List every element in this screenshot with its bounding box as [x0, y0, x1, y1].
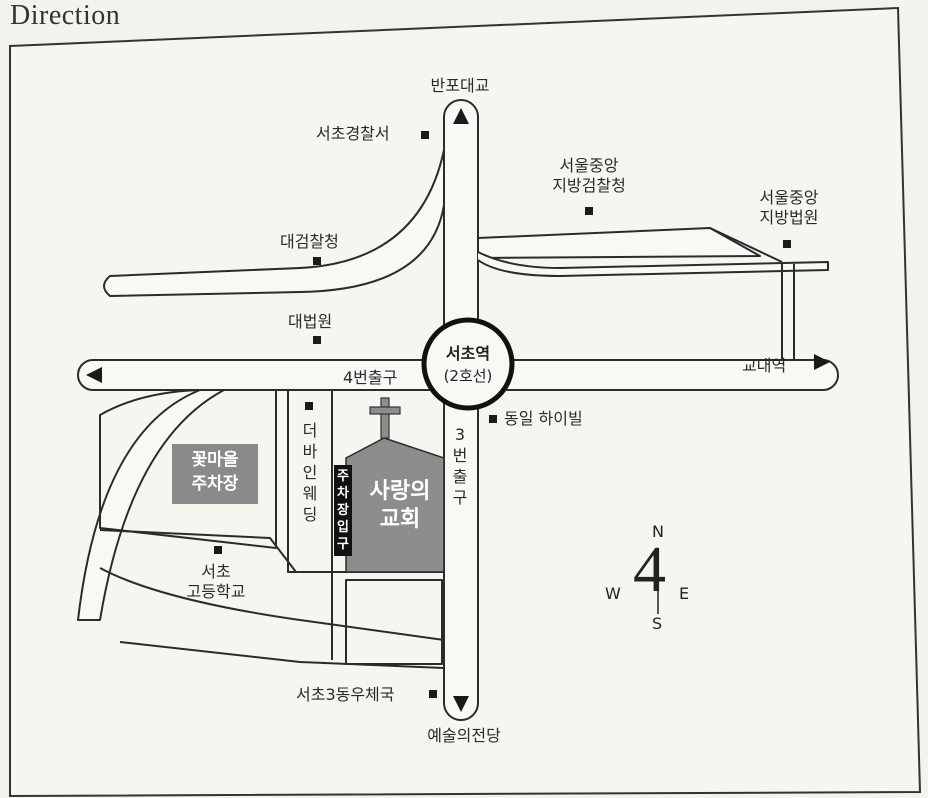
- label-seocho-highschool: 서초 고등학교: [186, 562, 246, 601]
- label-arts-center: 예술의전당: [427, 726, 501, 745]
- marker-police: [421, 131, 429, 139]
- arrow-east: [814, 354, 830, 370]
- station-circle: [421, 317, 515, 411]
- label-seocho-police: 서초경찰서: [316, 124, 390, 143]
- label-supreme-court: 대법원: [288, 312, 333, 331]
- marker-supreme-prosecutors: [313, 257, 321, 265]
- road-northeast-lower: [477, 251, 829, 277]
- arrow-west: [86, 367, 102, 383]
- label-banpo-bridge: 반포대교: [430, 76, 490, 95]
- parking-entrance-label: 주차장입구: [334, 465, 352, 556]
- station-name: 서초역: [445, 344, 491, 363]
- parking-lot-block: [172, 444, 258, 504]
- marker-post-office: [429, 690, 437, 698]
- arrow-south: [453, 696, 469, 712]
- church-cross-icon: [369, 397, 401, 439]
- road-northwest-curve: [103, 149, 445, 297]
- label-the-bine-wedding: 더바인웨딩: [302, 421, 318, 524]
- label-supreme-prosecutors: 대검찰청: [280, 232, 339, 251]
- label-dongil-highvill: 동일 하이빌: [504, 409, 583, 428]
- compass-south: S: [652, 614, 663, 633]
- label-exit-3: 3번출구: [452, 425, 468, 507]
- marker-prosecutors: [585, 207, 593, 215]
- compass-east: E: [679, 584, 690, 603]
- label-district-prosecutors: 서울중앙 지방검찰청: [552, 156, 626, 195]
- marker-dongil: [489, 415, 497, 423]
- station-line: (2호선): [443, 367, 493, 385]
- compass-west: W: [605, 584, 621, 603]
- church-name-line2: 교회: [379, 507, 421, 532]
- label-seocho3-post-office: 서초3동우체국: [296, 685, 395, 704]
- marker-wedding: [305, 402, 313, 410]
- label-flower-village-parking: 꽃마을 주차장: [191, 450, 239, 494]
- road-northeast-upper: [477, 227, 761, 259]
- compass-numeral: 4: [633, 533, 666, 606]
- label-district-court: 서울중앙 지방법원: [759, 188, 819, 227]
- label-gyodae-station: 교대역: [742, 356, 787, 375]
- church-name-line1: 사랑의: [369, 479, 431, 504]
- road-main-vertical: [443, 99, 479, 721]
- label-exit-4: 4번출구: [343, 368, 398, 387]
- church-name: 사랑의 교회: [350, 478, 450, 534]
- marker-highschool: [214, 546, 222, 554]
- compass-north: N: [652, 522, 664, 541]
- page-title: Direction: [10, 0, 121, 31]
- arrow-north: [453, 108, 469, 124]
- marker-district-court: [783, 240, 791, 248]
- marker-supreme-court: [313, 336, 321, 344]
